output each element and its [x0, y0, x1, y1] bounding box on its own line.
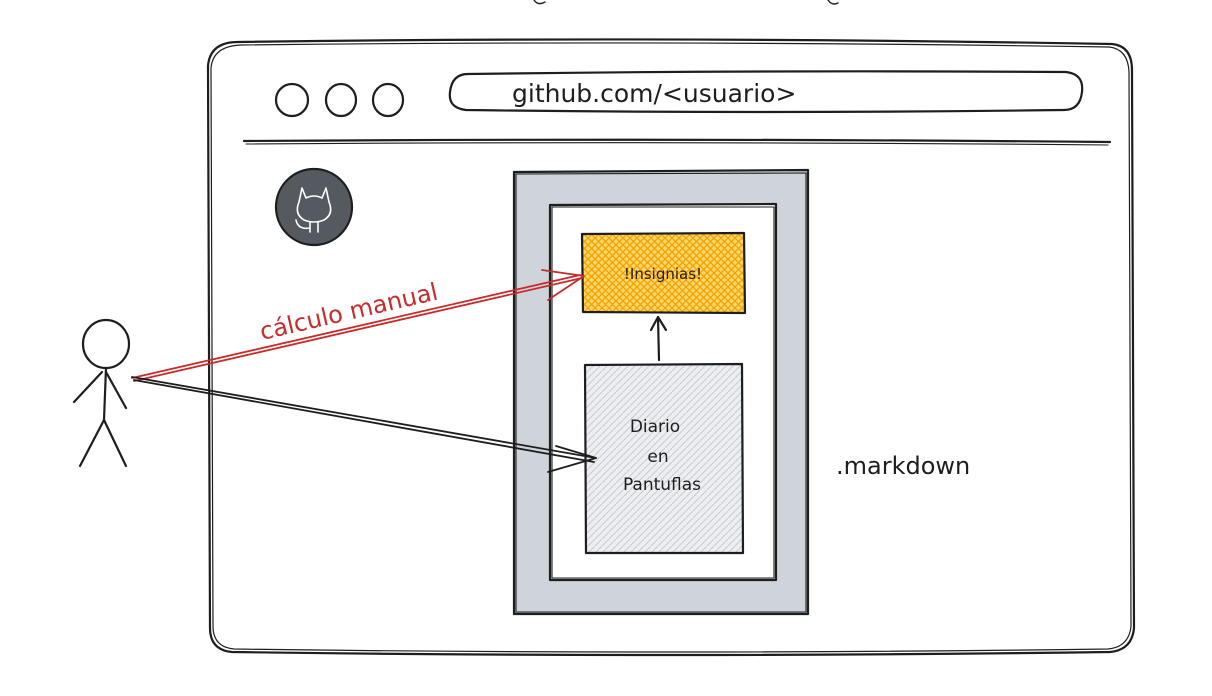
badges-box: !Insignias! [580, 231, 747, 315]
journal-box: Diario en Pantuflas [583, 362, 745, 555]
url-text: github.com/<usuario> [512, 79, 796, 108]
avatar-circle [274, 167, 354, 247]
address-bar[interactable]: github.com/<usuario> [448, 70, 1084, 114]
user-to-journal-arrow [131, 376, 597, 473]
github-octocat-icon [295, 187, 332, 233]
journal-label-line1: Diario [630, 417, 680, 437]
manual-calc-label: cálculo manual [257, 278, 440, 346]
markdown-label: .markdown [836, 452, 970, 480]
browser-window [206, 38, 1136, 657]
journal-to-badges-arrow [649, 315, 668, 362]
stick-figure-icon [72, 318, 131, 468]
browser-dot-icon[interactable] [324, 82, 358, 118]
journal-label-line3: Pantuflas [623, 475, 701, 495]
github-avatar[interactable] [274, 167, 354, 247]
cropped-stroke-right [827, 0, 839, 5]
journal-label-line2: en [647, 447, 668, 467]
browser-dot-icon[interactable] [274, 82, 310, 118]
toolbar-divider [242, 138, 1112, 144]
browser-dot-icon[interactable] [371, 82, 405, 118]
badges-label: !Insignias! [624, 265, 702, 283]
cropped-stroke-left [533, 0, 546, 5]
